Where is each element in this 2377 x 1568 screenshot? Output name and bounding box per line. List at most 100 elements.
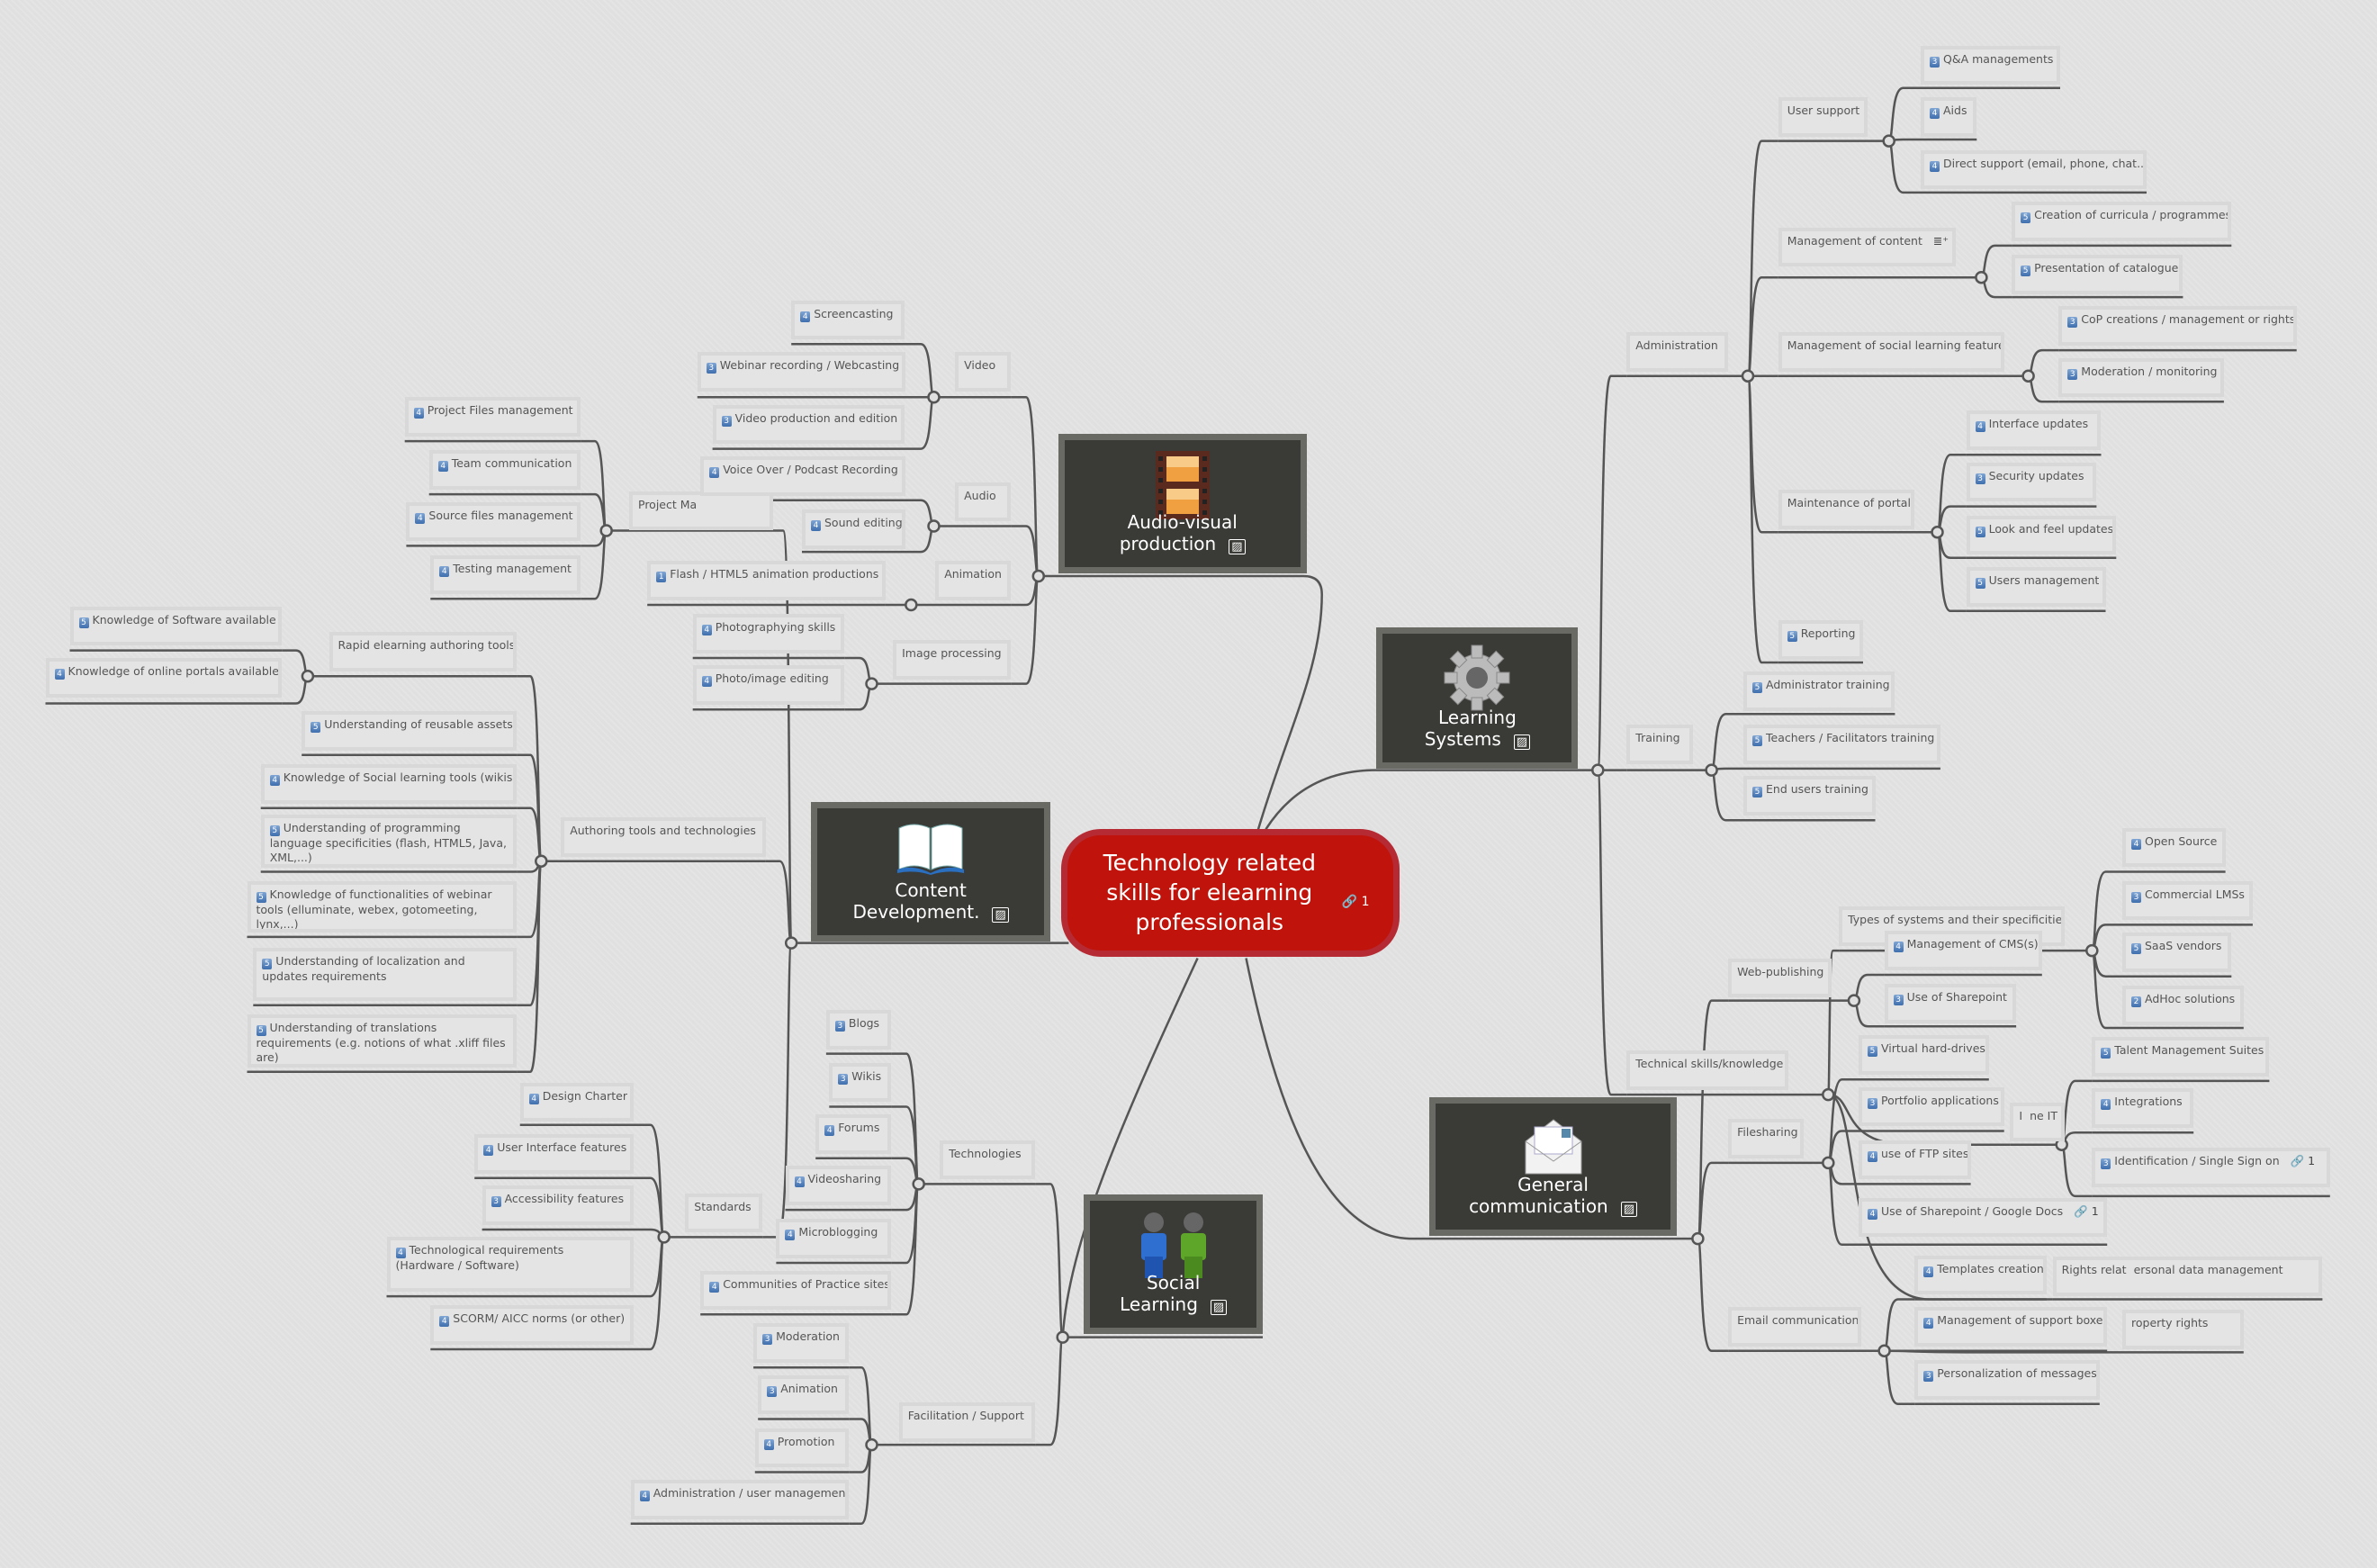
branch-cd[interactable]: Content Development.▨	[811, 802, 1051, 942]
link-icon[interactable]: 🔗 1	[2074, 1203, 2099, 1218]
collapse-toggle[interactable]	[1056, 1330, 1069, 1344]
topic-administration[interactable]: Administration	[1626, 331, 1729, 372]
collapse-toggle[interactable]	[1975, 270, 1988, 284]
collapse-toggle[interactable]	[912, 1177, 925, 1191]
collapse-toggle[interactable]	[2085, 943, 2099, 958]
collapse-toggle[interactable]	[1705, 763, 1718, 777]
collapse-toggle[interactable]	[865, 1437, 878, 1452]
collapse-toggle[interactable]	[1822, 1087, 1835, 1102]
collapse-toggle[interactable]	[1847, 994, 1861, 1007]
topic-standards[interactable]: Standards	[685, 1193, 763, 1233]
collapse-toggle[interactable]	[1931, 525, 1944, 539]
topic-management-social[interactable]: Management of social learning features	[1778, 331, 2004, 372]
topic-authoring[interactable]: Authoring tools and technologies	[561, 816, 766, 857]
image-icon[interactable]: ▨	[992, 907, 1009, 923]
collapse-toggle[interactable]	[301, 669, 315, 683]
topic-property[interactable]: roperty rights	[2122, 1310, 2244, 1349]
topic-training[interactable]: Training	[1626, 725, 1694, 764]
topic-email[interactable]: Email communication	[1728, 1306, 1862, 1347]
topic-technologies[interactable]: Technologies	[940, 1140, 1036, 1180]
collapse-toggle[interactable]	[1877, 1344, 1891, 1357]
topic-management-content[interactable]: Management of content≣⁺	[1778, 227, 1956, 267]
topic-technical-skills[interactable]: Technical skills/knowledge	[1626, 1050, 1789, 1090]
topic-rapid[interactable]: Rapid elearning authoring tools	[329, 632, 518, 672]
collapse-toggle[interactable]	[1882, 134, 1895, 148]
image-icon[interactable]: ▨	[1210, 1300, 1228, 1316]
topic-web-publishing[interactable]: Web-publishing	[1728, 958, 1832, 998]
image-icon[interactable]: ▨	[1620, 1201, 1638, 1217]
collapse-toggle[interactable]	[865, 677, 878, 690]
collapse-toggle[interactable]	[535, 854, 548, 868]
collapse-toggle[interactable]	[1591, 763, 1605, 777]
topic-maintenance[interactable]: Maintenance of portal	[1778, 490, 1915, 529]
topic-image-processing[interactable]: Image processing	[893, 639, 1012, 680]
collapse-toggle[interactable]	[927, 391, 941, 404]
collapse-toggle[interactable]	[927, 519, 941, 533]
collapse-toggle[interactable]	[1031, 569, 1046, 583]
collapse-toggle[interactable]	[1741, 369, 1755, 383]
image-icon[interactable]: ▨	[1513, 734, 1531, 750]
topic-project-management[interactable]: Project Ma	[629, 491, 773, 531]
topic-animation[interactable]: Animation	[935, 561, 1012, 600]
link-icon[interactable]: 🔗 1	[1341, 895, 1370, 910]
collapse-toggle[interactable]	[1822, 1156, 1835, 1170]
branch-ls[interactable]: Learning Systems▨	[1376, 627, 1579, 769]
collapse-toggle[interactable]	[2021, 369, 2035, 383]
topic-user-support[interactable]: User support	[1778, 96, 1868, 137]
collapse-toggle[interactable]	[905, 598, 918, 612]
